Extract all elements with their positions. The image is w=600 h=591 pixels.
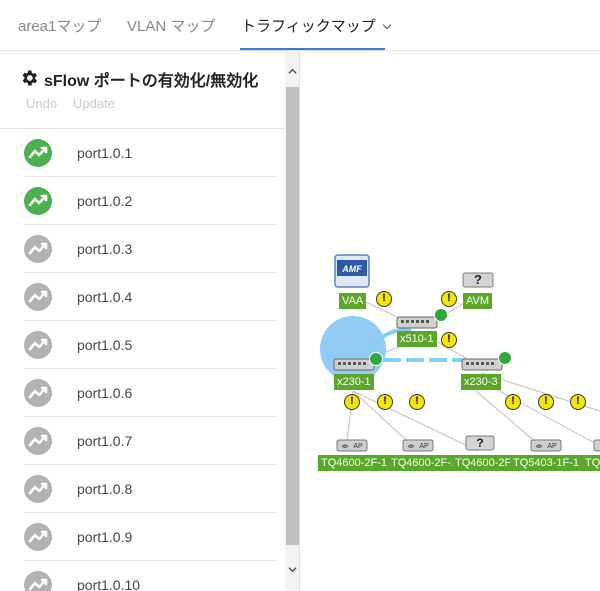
chevron-down-icon[interactable] — [382, 20, 391, 30]
ap-tag: AP — [353, 443, 363, 450]
sflow-enabled-icon[interactable] — [24, 187, 52, 215]
sflow-disabled-icon[interactable] — [24, 571, 52, 591]
ap3-unknown-mark: ? — [476, 436, 483, 450]
access-point-icon[interactable] — [593, 437, 600, 453]
tab-bar: area1マップ VLAN マップ トラフィックマップ — [0, 0, 600, 51]
node-label-x510-1[interactable]: x510-1 — [397, 331, 437, 347]
port-label: port1.0.10 — [77, 577, 141, 591]
switch-icon[interactable] — [396, 314, 438, 330]
traffic-map-canvas[interactable]: AMF VAA ! ? AVM ! x510-1 ! x230-1 x230-3… — [301, 51, 600, 591]
port-label: port1.0.6 — [77, 385, 133, 401]
update-button[interactable]: Update — [73, 96, 115, 111]
port-row[interactable]: port1.0.4 — [24, 273, 277, 321]
divider — [0, 128, 285, 129]
port-row[interactable]: port1.0.8 — [24, 465, 277, 513]
port-label: port1.0.1 — [77, 145, 133, 161]
port-row[interactable]: port1.0.10 — [24, 561, 277, 591]
access-point-icon[interactable]: AP — [336, 437, 368, 453]
unknown-device-icon[interactable]: ? — [461, 269, 495, 291]
active-tab-indicator — [240, 48, 385, 50]
port-label: port1.0.3 — [77, 241, 133, 257]
tab-traffic-map[interactable]: トラフィックマップ — [241, 15, 391, 36]
node-label-avm[interactable]: AVM — [463, 293, 493, 309]
port-label: port1.0.5 — [77, 337, 133, 353]
tab-area1-map[interactable]: area1マップ — [18, 18, 102, 35]
panel-title: sFlow ポートの有効化/無効化 — [18, 67, 258, 91]
warning-icon[interactable]: ! — [570, 394, 586, 410]
map-links — [320, 295, 600, 452]
scroll-up-arrow-icon[interactable] — [288, 67, 297, 76]
node-label-ap2[interactable]: TQ4600-2F-2 — [388, 455, 452, 471]
warning-icon[interactable]: ! — [344, 394, 360, 410]
port-row[interactable]: port1.0.3 — [24, 225, 277, 273]
sflow-disabled-icon[interactable] — [24, 523, 52, 551]
sflow-disabled-icon[interactable] — [24, 283, 52, 311]
warning-icon[interactable]: ! — [409, 394, 425, 410]
node-label-ap1[interactable]: TQ4600-2F-1 — [318, 455, 388, 471]
port-row[interactable]: port1.0.9 — [24, 513, 277, 561]
node-label-x230-3[interactable]: x230-3 — [461, 374, 501, 390]
warning-icon[interactable]: ! — [441, 332, 457, 348]
port-label: port1.0.2 — [77, 193, 133, 209]
port-label: port1.0.4 — [77, 289, 133, 305]
port-row[interactable]: port1.0.1 — [24, 129, 277, 177]
port-row[interactable]: port1.0.2 — [24, 177, 277, 225]
warning-icon[interactable]: ! — [538, 394, 554, 410]
access-point-icon[interactable]: AP — [530, 437, 562, 453]
node-label-ap4[interactable]: TQ5403-1F-1 — [510, 455, 582, 471]
avm-unknown-mark: ? — [474, 272, 482, 287]
vaa-device-icon[interactable]: AMF — [333, 254, 373, 290]
sflow-port-panel: sFlow ポートの有効化/無効化 Undo Update port1.0.1 p… — [0, 51, 300, 591]
scroll-down-arrow-icon[interactable] — [288, 565, 297, 574]
sflow-disabled-icon[interactable] — [24, 379, 52, 407]
vaa-logo-text: AMF — [341, 264, 362, 274]
node-label-ap3[interactable]: TQ4600-2F-3 — [452, 455, 510, 471]
access-point-icon[interactable]: AP — [402, 437, 434, 453]
panel-title-text: sFlow ポートの有効化/無効化 — [44, 73, 259, 90]
panel-scrollbar[interactable] — [285, 51, 299, 591]
warning-icon[interactable]: ! — [441, 291, 457, 307]
warning-icon[interactable]: ! — [376, 291, 392, 307]
sflow-disabled-icon[interactable] — [24, 475, 52, 503]
undo-button[interactable]: Undo — [26, 96, 58, 111]
port-label: port1.0.8 — [77, 481, 133, 497]
node-label-x230-1[interactable]: x230-1 — [334, 374, 374, 390]
link-x230-3-ap5 — [480, 380, 600, 447]
sflow-enabled-icon[interactable] — [24, 139, 52, 167]
ap-tag: AP — [547, 443, 557, 450]
warning-icon[interactable]: ! — [377, 394, 393, 410]
switch-icon[interactable] — [461, 356, 503, 372]
port-row[interactable]: port1.0.6 — [24, 369, 277, 417]
tab-traffic-map-label: トラフィックマップ — [241, 18, 376, 35]
node-label-vaa[interactable]: VAA — [339, 293, 367, 309]
traffic-ok-icon — [369, 352, 383, 366]
sflow-disabled-icon[interactable] — [24, 235, 52, 263]
warning-icon[interactable]: ! — [505, 394, 521, 410]
traffic-source-highlight — [320, 316, 386, 382]
traffic-ok-icon — [434, 308, 448, 322]
scrollbar-thumb[interactable] — [286, 87, 299, 545]
ap-tag: AP — [419, 443, 429, 450]
traffic-ok-icon — [498, 351, 512, 365]
node-label-ap5[interactable]: TQ5 — [582, 455, 600, 471]
port-label: port1.0.7 — [77, 433, 133, 449]
tab-vlan-map[interactable]: VLAN マップ — [127, 18, 216, 35]
sflow-disabled-icon[interactable] — [24, 427, 52, 455]
link-x230-1-ap3 — [352, 390, 479, 452]
port-label: port1.0.9 — [77, 529, 133, 545]
port-row[interactable]: port1.0.7 — [24, 417, 277, 465]
traffic-link-x230-1-x510 — [369, 328, 412, 349]
port-row[interactable]: port1.0.5 — [24, 321, 277, 369]
unknown-device-icon[interactable]: ? — [465, 433, 495, 453]
sflow-disabled-icon[interactable] — [24, 331, 52, 359]
gear-icon — [22, 70, 37, 86]
